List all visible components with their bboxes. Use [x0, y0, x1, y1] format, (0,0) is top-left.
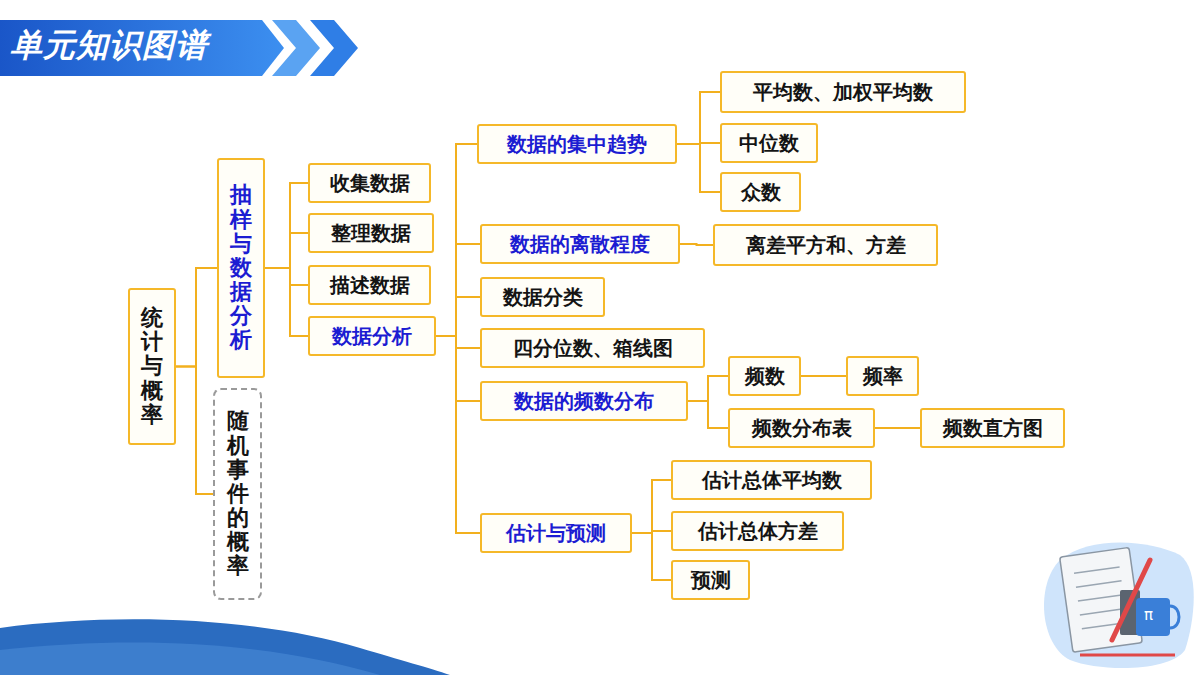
- topic-text: 离差平方和、方差: [746, 233, 906, 257]
- tree-connector: [176, 268, 217, 367]
- tree-connector: [436, 244, 480, 336]
- topic-text: 数据的离散程度: [510, 232, 650, 256]
- topic-box: 频率: [846, 356, 919, 396]
- tree-connector: [265, 268, 308, 336]
- topic-box: 中位数: [720, 123, 818, 163]
- topic-text: 数据的频数分布: [514, 389, 654, 413]
- topic-box: 估计总体平均数: [671, 460, 872, 500]
- tree-connector: [176, 367, 213, 495]
- tree-connector: [436, 336, 480, 533]
- bottom-wave: [0, 619, 450, 675]
- topic-text: 估计总体方差: [698, 519, 818, 543]
- topic-text: 频数直方图: [943, 416, 1043, 440]
- topic-box: 四分位数、箱线图: [480, 328, 705, 368]
- topic-box: 频数分布表: [728, 408, 875, 448]
- title-banner: [0, 20, 284, 76]
- tree-connector: [680, 244, 713, 245]
- vertical-topic-box: 抽样与数据分析: [217, 158, 265, 378]
- tree-connector: [677, 144, 720, 192]
- topic-box: 预测: [671, 560, 750, 600]
- tree-connector: [436, 336, 480, 348]
- topic-text: 估计与预测: [506, 521, 606, 545]
- topic-text: 频数分布表: [752, 416, 852, 440]
- topic-text: 数据的集中趋势: [507, 132, 647, 156]
- topic-text: 预测: [691, 568, 731, 592]
- topic-box: 频数: [728, 356, 801, 396]
- stationery-illustration: [1044, 543, 1194, 669]
- topic-text: 众数: [741, 180, 781, 204]
- vertical-topic-box: 统计与概率: [128, 288, 176, 445]
- topic-box: 众数: [720, 172, 801, 212]
- topic-text: 频率: [863, 364, 903, 388]
- topic-box: 数据的频数分布: [480, 381, 688, 421]
- page-title: 单元知识图谱: [10, 24, 208, 68]
- topic-text: 数据分析: [332, 324, 412, 348]
- topic-text: 整理数据: [331, 221, 411, 245]
- cup-symbol: π: [1144, 606, 1153, 624]
- topic-text: 随机事件的概率: [227, 409, 249, 578]
- tree-connector: [436, 297, 480, 336]
- topic-box: 数据的离散程度: [480, 224, 680, 264]
- tree-connector: [801, 375, 846, 377]
- bottom-wave: [0, 642, 380, 675]
- topic-text: 四分位数、箱线图: [513, 336, 673, 360]
- topic-box: 估计总体方差: [671, 511, 844, 551]
- topic-box: 数据的集中趋势: [477, 124, 677, 164]
- tree-connector: [688, 376, 728, 401]
- topic-box: 描述数据: [308, 265, 431, 305]
- topic-box: 数据分析: [308, 316, 436, 356]
- tree-connector: [436, 336, 480, 401]
- topic-text: 频数: [745, 364, 785, 388]
- tree-connector: [265, 268, 308, 285]
- tree-connector: [875, 427, 920, 429]
- topic-text: 中位数: [739, 131, 799, 155]
- topic-box: 离差平方和、方差: [713, 224, 938, 266]
- chevron: [272, 20, 320, 76]
- tree-connector: [265, 233, 308, 268]
- tree-connector: [265, 183, 308, 268]
- topic-box: 频数直方图: [920, 408, 1065, 448]
- topic-box: 收集数据: [308, 163, 431, 203]
- chevron: [310, 20, 358, 76]
- tree-connector: [632, 533, 671, 580]
- topic-text: 统计与概率: [141, 306, 163, 427]
- topic-text: 抽样与数据分析: [230, 183, 252, 352]
- topic-text: 收集数据: [330, 171, 410, 195]
- topic-box: 估计与预测: [480, 513, 632, 553]
- topic-box: 整理数据: [308, 213, 434, 253]
- topic-box: 数据分类: [480, 277, 605, 317]
- vertical-topic-box: 随机事件的概率: [213, 388, 262, 600]
- topic-text: 描述数据: [330, 273, 410, 297]
- topic-text: 平均数、加权平均数: [753, 80, 933, 104]
- tree-connector: [632, 480, 671, 533]
- topic-text: 估计总体平均数: [702, 468, 842, 492]
- tree-connector: [677, 92, 720, 144]
- tree-connector: [688, 401, 728, 428]
- topic-box: 平均数、加权平均数: [720, 71, 966, 113]
- topic-text: 数据分类: [503, 285, 583, 309]
